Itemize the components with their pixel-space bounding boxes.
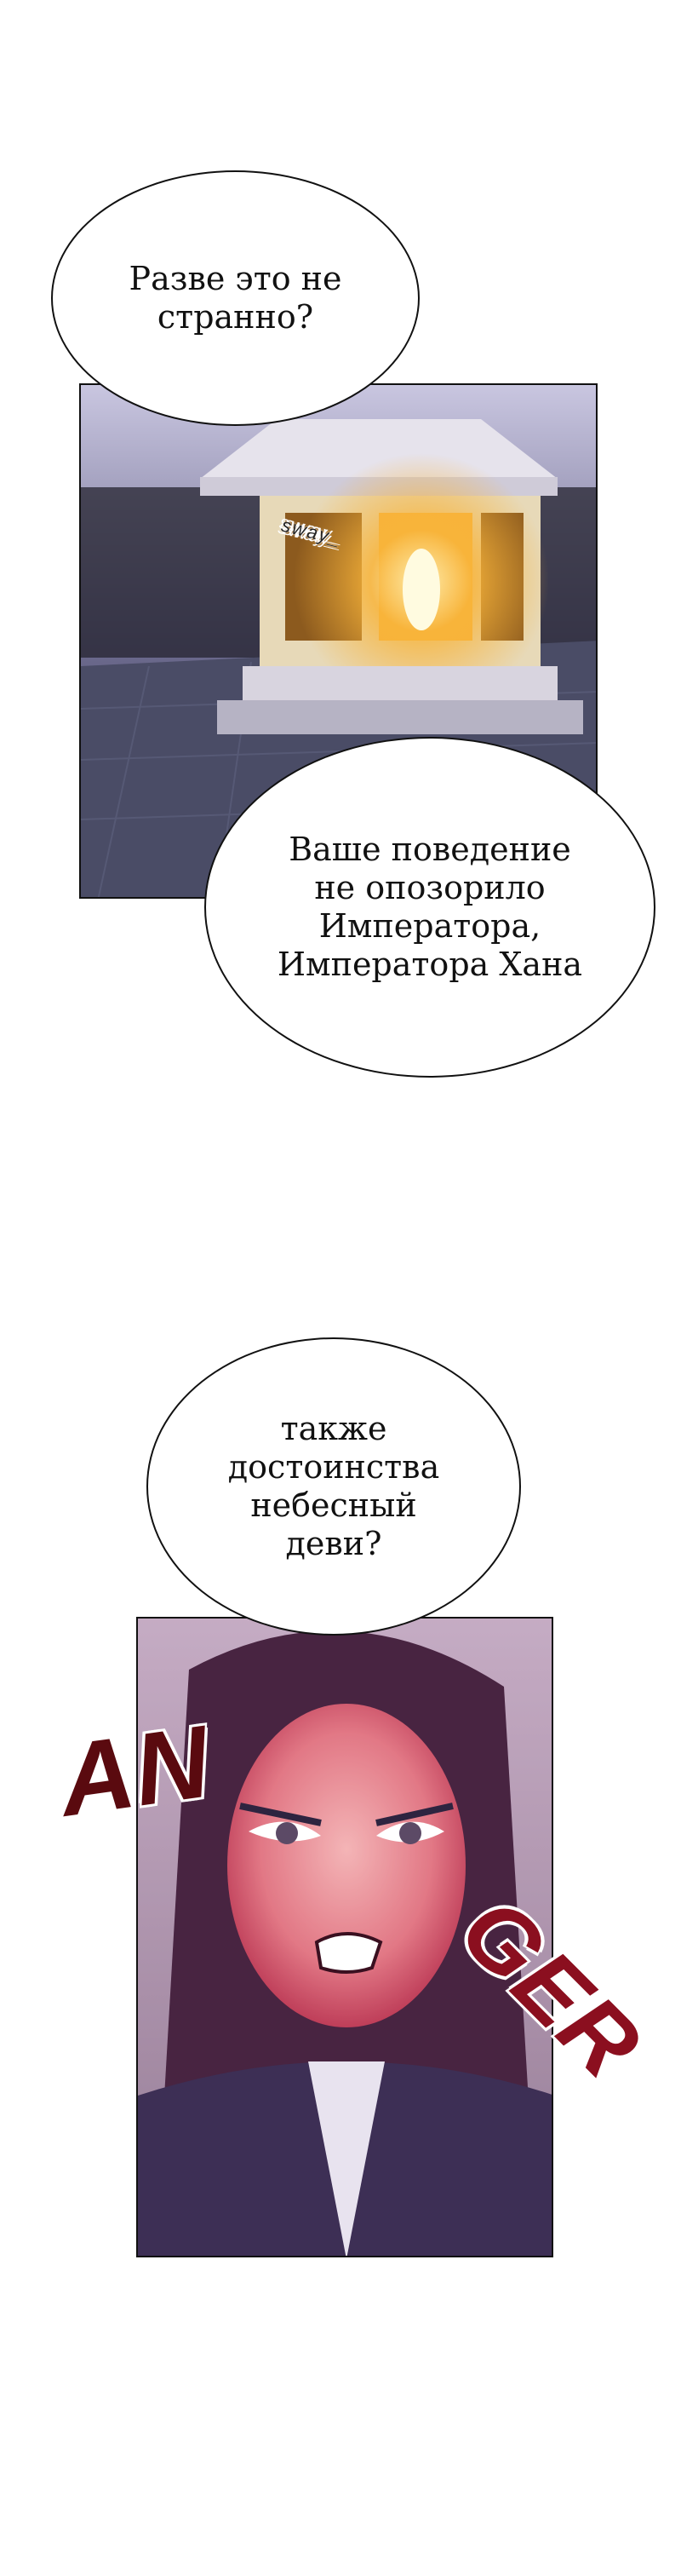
angry-character-illustration (138, 1619, 552, 2256)
speech-bubble-3-text: также достоинства небесный деви? (227, 1410, 440, 1562)
speech-bubble-1-text: Разве это не странно? (129, 260, 342, 336)
speech-bubble-3: также достоинства небесный деви? (146, 1337, 521, 1636)
speech-bubble-1: Разве это не странно? (51, 170, 420, 426)
angry-character-panel (136, 1617, 553, 2257)
anger-sfx-part-1: AN (52, 1704, 218, 1838)
speech-bubble-2-text: Ваше поведение не опозорило Императора, … (277, 831, 583, 983)
speech-bubble-2: Ваше поведение не опозорило Императора, … (204, 737, 655, 1078)
